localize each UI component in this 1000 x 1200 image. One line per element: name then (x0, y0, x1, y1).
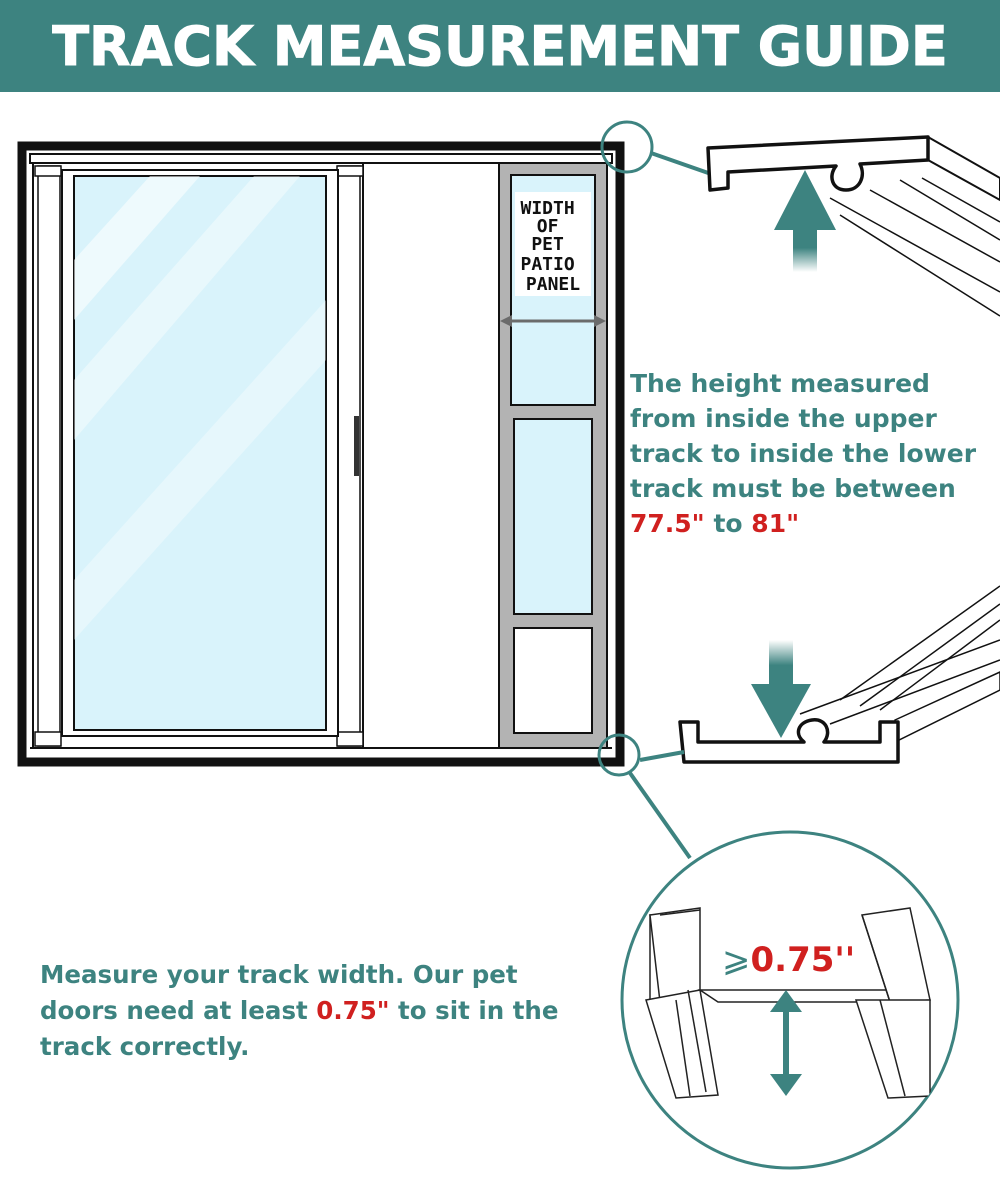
upper-track-profile (706, 135, 1000, 317)
height-note-text: The height measured from inside the uppe… (630, 369, 977, 503)
greater-equal-icon: ⩾ (722, 940, 751, 980)
upper-track-callout (600, 120, 715, 177)
panel-label-line: PATIO (520, 254, 574, 275)
panel-label: WIDTH OF PET PATIO PANEL (520, 198, 585, 295)
header-banner: TRACK MEASUREMENT GUIDE (0, 0, 1000, 92)
height-requirement-note: The height measured from inside the uppe… (630, 366, 990, 541)
panel-label-line: PANEL (526, 274, 580, 295)
panel-label-line: OF (537, 216, 559, 237)
page-title: TRACK MEASUREMENT GUIDE (52, 14, 949, 78)
width-min-value: 0.75" (316, 996, 390, 1025)
height-min-value: 77.5" (630, 509, 705, 538)
width-note-before: Measure your track width. Our pet doors … (40, 960, 518, 1025)
panel-label-line: PET (531, 234, 564, 255)
down-arrow-icon (751, 640, 811, 738)
sliding-glass-door (32, 162, 364, 749)
height-note-joiner: to (713, 509, 743, 538)
width-requirement-note: Measure your track width. Our pet doors … (40, 957, 600, 1065)
lower-track-profile (678, 585, 1000, 764)
magnified-track-circle (620, 830, 960, 1170)
pet-patio-panel: WIDTH OF PET PATIO PANEL (498, 162, 608, 749)
panel-label-line: WIDTH (520, 198, 574, 219)
up-arrow-icon (774, 170, 836, 272)
height-max-value: 81" (751, 509, 800, 538)
gauge-label: ⩾0.75'' (722, 940, 855, 980)
width-note-after: to sit in the track correctly. (40, 996, 559, 1061)
gauge-value: 0.75'' (750, 940, 856, 980)
lower-track-callout (597, 733, 692, 860)
